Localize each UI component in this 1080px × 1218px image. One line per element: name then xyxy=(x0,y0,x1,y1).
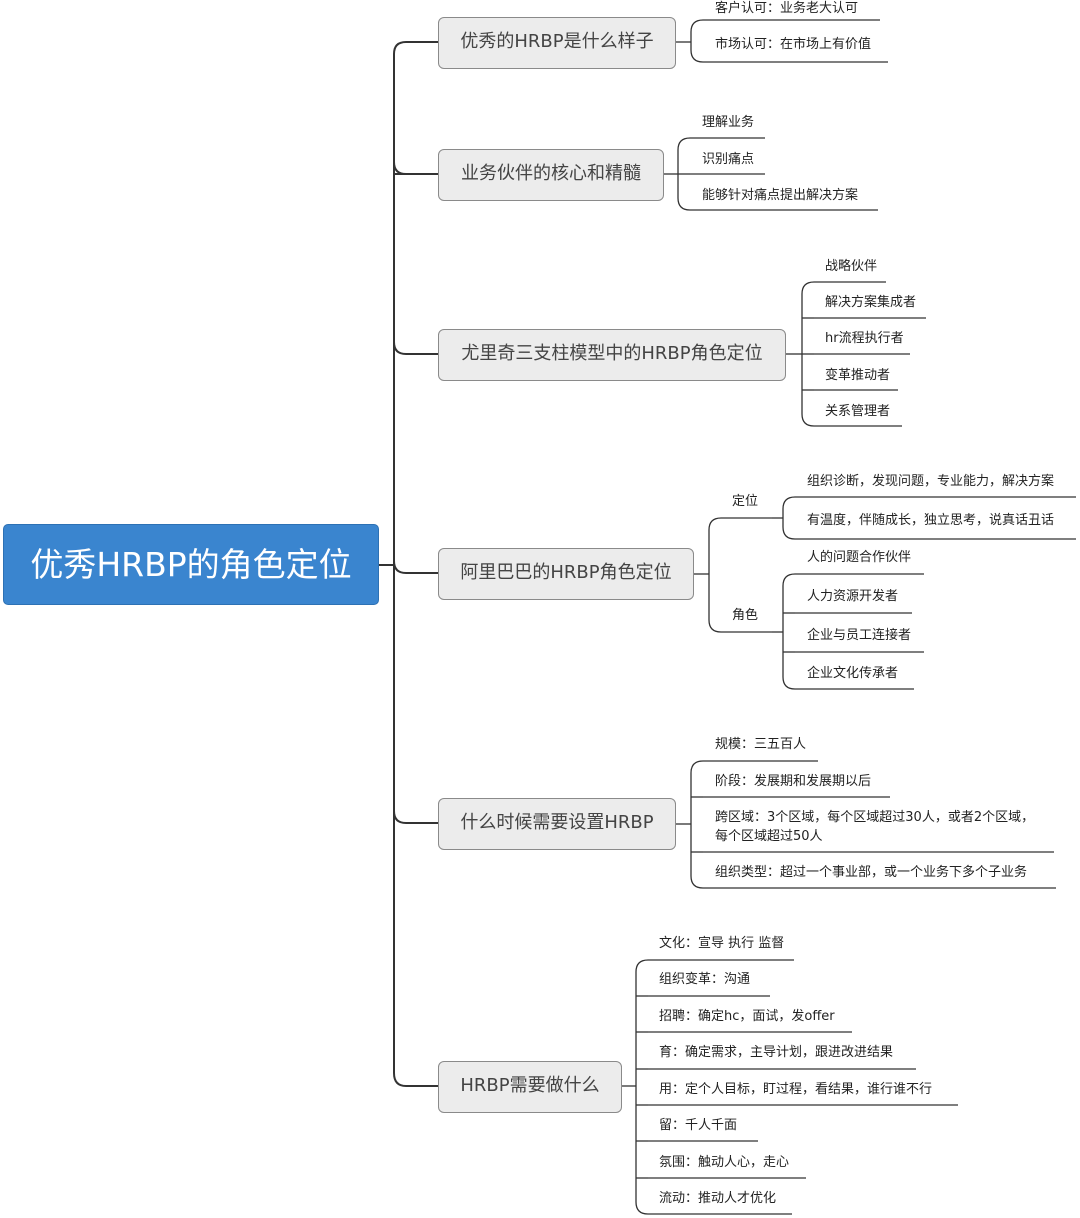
branch-label: HRBP需要做什么 xyxy=(460,1075,600,1096)
branch-node-ulrich-model[interactable] xyxy=(438,329,786,381)
branch-label: 业务伙伴的核心和精髓 xyxy=(461,163,641,184)
root-node-label: 优秀HRBP的角色定位 xyxy=(30,545,352,584)
sub-branch-roles: 角色 xyxy=(732,608,759,623)
branch-node-excellent-hrbp[interactable] xyxy=(438,17,676,69)
leaf-node: 流动：推动人才优化 xyxy=(659,1191,777,1206)
leaf-node: 战略伙伴 xyxy=(825,259,878,274)
leaf-node: 阶段：发展期和发展期以后 xyxy=(715,774,872,789)
root-node[interactable] xyxy=(3,524,379,605)
leaf-node: 变革推动者 xyxy=(825,368,891,383)
leaf-node: 市场认可：在市场上有价值 xyxy=(715,37,872,52)
leaf-node-line-1: 跨区域：3个区域，每个区域超过30人，或者2个区域， xyxy=(715,810,1035,825)
branch-node-what-to-do[interactable] xyxy=(438,1061,622,1113)
leaf-node: 组织变革：沟通 xyxy=(659,972,751,987)
leaf-node: 氛围：触动人心，走心 xyxy=(659,1155,790,1170)
leaf-node: 企业与员工连接者 xyxy=(807,628,912,643)
leaf-node: 有温度，伴随成长，独立思考，说真话丑话 xyxy=(807,513,1055,528)
root-connectors xyxy=(379,41,438,1087)
branch-connectors xyxy=(622,19,1076,1215)
leaf-node: 理解业务 xyxy=(702,115,755,130)
branch-label: 尤里奇三支柱模型中的HRBP角色定位 xyxy=(461,343,763,364)
leaf-node: 能够针对痛点提出解决方案 xyxy=(702,188,859,203)
leaf-node: 文化：宣导 执行 监督 xyxy=(659,936,785,951)
leaf-node: 识别痛点 xyxy=(702,152,755,167)
leaf-node: 人力资源开发者 xyxy=(807,589,899,604)
sub-branch-positioning: 定位 xyxy=(732,494,759,509)
leaf-node: 组织类型：超过一个事业部，或一个业务下多个子业务 xyxy=(715,865,1028,880)
branch-label: 什么时候需要设置HRBP xyxy=(460,812,654,833)
branch-node-when-to-set[interactable] xyxy=(438,798,676,850)
branch-label: 优秀的HRBP是什么样子 xyxy=(460,31,654,52)
leaf-node: 用：定个人目标，盯过程，看结果，谁行谁不行 xyxy=(659,1082,933,1097)
leaf-node-line-2: 每个区域超过50人 xyxy=(715,829,823,844)
leaf-node: 企业文化传承者 xyxy=(807,666,899,681)
branch-node-partner-core[interactable] xyxy=(438,149,664,201)
leaf-node: 关系管理者 xyxy=(825,404,891,419)
leaf-node: 人的问题合作伙伴 xyxy=(807,550,912,565)
leaf-node: 客户认可：业务老大认可 xyxy=(715,1,859,16)
branch-node-alibaba[interactable] xyxy=(438,548,694,600)
leaf-node: 育：确定需求，主导计划，跟进改进结果 xyxy=(659,1045,894,1060)
leaf-node: hr流程执行者 xyxy=(825,331,904,346)
leaf-node: 招聘：确定hc，面试，发offer xyxy=(659,1009,835,1024)
leaf-node: 规模：三五百人 xyxy=(715,737,807,752)
leaf-node: 留：千人千面 xyxy=(659,1118,738,1133)
leaf-node: 解决方案集成者 xyxy=(825,295,917,310)
leaf-node: 组织诊断，发现问题，专业能力，解决方案 xyxy=(807,474,1055,489)
branch-label: 阿里巴巴的HRBP角色定位 xyxy=(460,562,672,583)
